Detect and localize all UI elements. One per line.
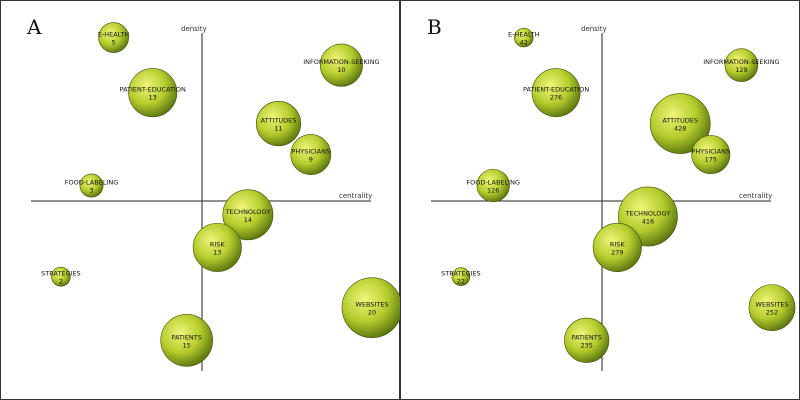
bubble-mark [476, 168, 510, 203]
bubble-label: ATTITUDES [261, 117, 297, 125]
bubble-value: 13 [149, 94, 157, 102]
bubble-mark [79, 173, 104, 198]
bubble-label: STRATEGIES [441, 270, 481, 278]
bubble-value: 11 [274, 125, 282, 133]
bubble-value: 235 [580, 341, 592, 349]
x-axis-label: centrality [739, 192, 772, 200]
bubble-label: E-HEALTH [508, 31, 540, 39]
bubble-mark [451, 267, 471, 286]
bubble-mark [51, 266, 71, 287]
bubble-value: 15 [183, 341, 191, 349]
bubble-label: PATIENTS [571, 333, 601, 341]
bubble-label: FOOD-LABELING [65, 179, 119, 187]
bubble-label: PATIENT-EDUCATION [523, 86, 589, 94]
bubble-mark [514, 27, 534, 48]
y-axis-label: density [581, 25, 607, 33]
bubble-value: 175 [705, 156, 717, 164]
bubble-label: INFORMATION-SEEKING [703, 58, 779, 66]
bubble-value: 252 [766, 309, 778, 317]
bubble-value: 14 [244, 216, 252, 224]
y-axis-label: density [181, 25, 207, 33]
bubble-mark [222, 189, 274, 241]
bubble-label: TECHNOLOGY [625, 209, 671, 217]
bubble-mark [341, 277, 401, 338]
bubble-mark [98, 22, 129, 53]
bubble-mark [649, 93, 711, 154]
bubble-label: ATTITUDES [662, 117, 698, 125]
bubble-mark [319, 43, 363, 87]
bubble-mark [255, 101, 302, 147]
x-axis-label: centrality [339, 192, 372, 200]
bubble-mark [160, 314, 213, 367]
bubble-value: 5 [112, 39, 116, 47]
bubble-label: PHYSICIANS [291, 148, 330, 156]
bubble-mark [748, 284, 796, 331]
bubble-value: 13 [213, 248, 221, 256]
bubble-value: 2 [59, 278, 63, 286]
bubble-value: 416 [642, 217, 654, 225]
bubble-value: 10 [337, 66, 345, 74]
bubble-mark [128, 68, 178, 118]
panel-label-a: A [27, 15, 42, 39]
bubble-label: WEBSITES [355, 301, 388, 309]
bubble-value: 126 [487, 187, 499, 195]
bubble-value: 3 [89, 187, 93, 195]
bubble-mark [192, 222, 242, 272]
bubble-label: WEBSITES [755, 301, 788, 309]
bubble-label: FOOD-LABELING [466, 179, 520, 187]
bubble-chart-a: density centrality E-HEALTH5INFORMATION-SE… [31, 22, 401, 371]
bubble-value: 276 [550, 94, 562, 102]
panel-label-b: B [427, 15, 442, 39]
bubble-mark [290, 134, 332, 175]
bubble-value: 42 [520, 39, 528, 47]
bubble-value: 22 [457, 278, 465, 286]
bubble-label: PATIENTS [171, 333, 201, 341]
bubble-mark [531, 68, 581, 118]
bubble-label: RISK [210, 240, 226, 248]
bubble-chart-b: density centrality E-HEALTH42INFORMATION-S… [431, 25, 796, 371]
bubble-value: 129 [735, 66, 747, 74]
bubble-value: 428 [674, 125, 686, 133]
bubble-mark [724, 48, 759, 82]
bubble-label: TECHNOLOGY [225, 208, 271, 216]
bubble-label: RISK [610, 240, 626, 248]
bubble-label: PATIENT-EDUCATION [120, 86, 186, 94]
bubble-label: E-HEALTH [98, 31, 130, 39]
bubble-value: 20 [368, 309, 376, 317]
bubble-value: 279 [611, 248, 623, 256]
bubble-label: PHYSICIANS [691, 148, 730, 156]
bubble-mark [592, 222, 642, 272]
bubble-label: INFORMATION-SEEKING [303, 58, 379, 66]
bubble-label: STRATEGIES [41, 270, 81, 278]
bubble-value: 9 [309, 156, 313, 164]
bubble-mark [564, 317, 610, 363]
bubble-mark [691, 135, 731, 175]
